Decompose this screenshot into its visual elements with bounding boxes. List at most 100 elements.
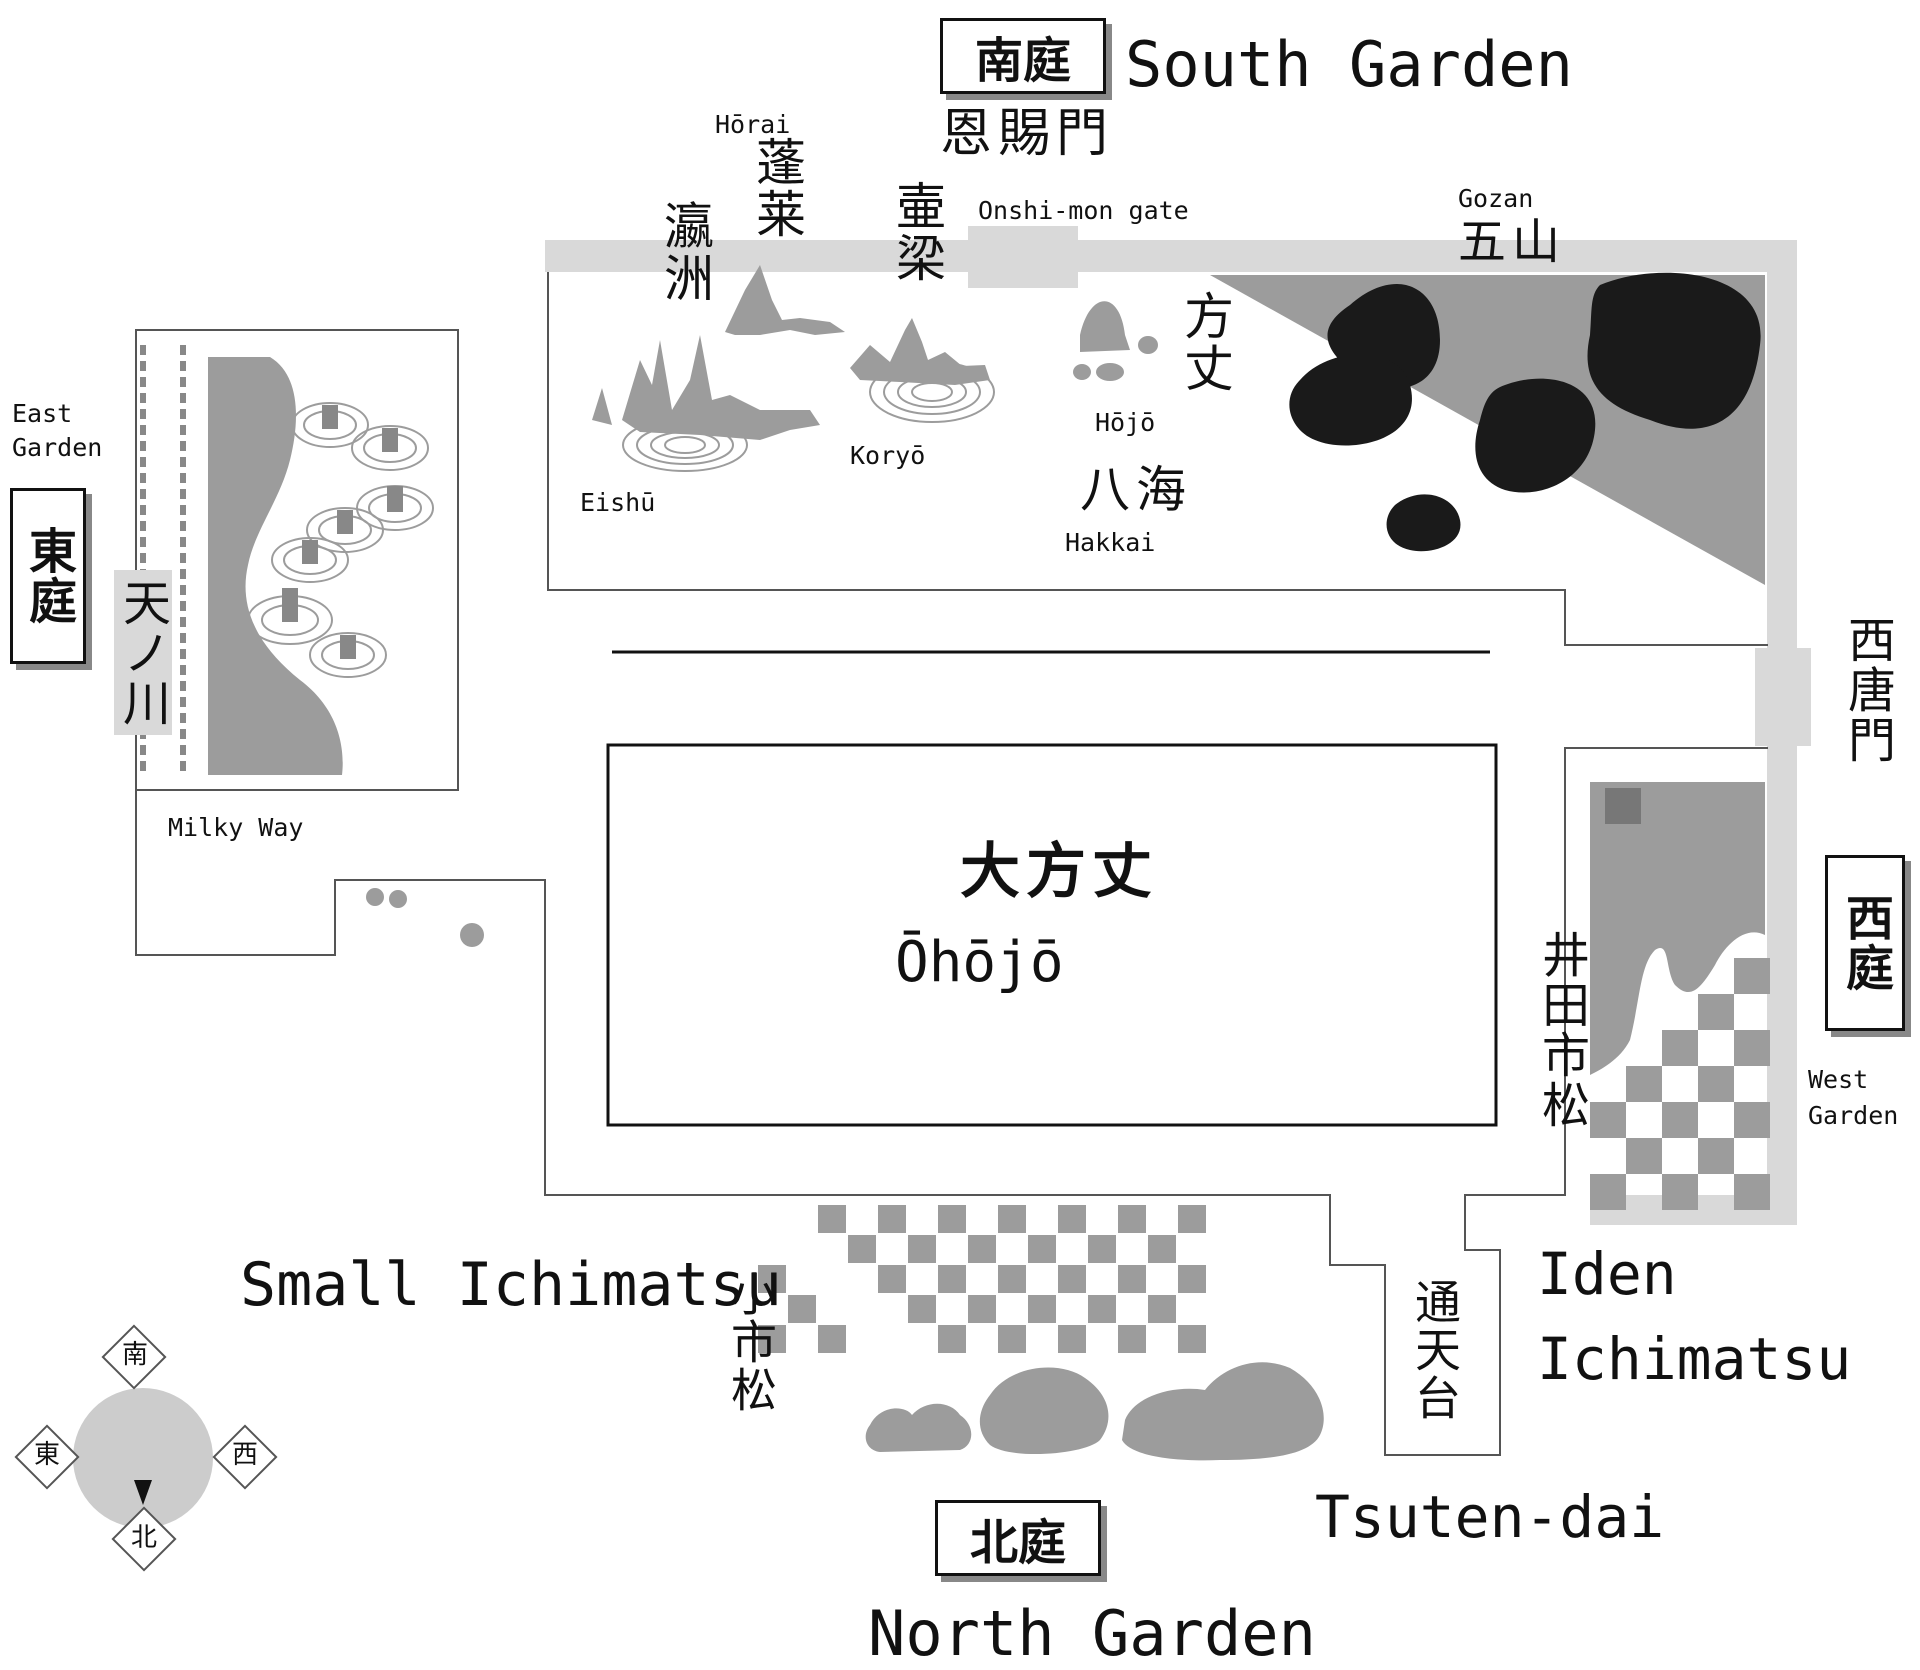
gozan-kanji: 五山 [1458, 214, 1567, 270]
checker-square [1028, 1235, 1056, 1263]
south-garden-kanji: 南庭 [974, 33, 1071, 89]
checker-square [758, 1325, 786, 1353]
west-garden-label: West Garden [1808, 1062, 1918, 1134]
checker-square [1058, 1265, 1086, 1293]
compass-south: 南 [122, 1340, 149, 1370]
iden-label-line2: Ichimatsu [1537, 1325, 1852, 1393]
north-garden-label: North Garden [868, 1597, 1316, 1670]
onshi-gate-block [968, 226, 1078, 288]
checker-square [1698, 1066, 1734, 1102]
gozan-rocks [1289, 272, 1761, 552]
checker-square [908, 1295, 936, 1323]
checker-square [848, 1235, 876, 1263]
koryo-label: Koryō [850, 441, 926, 470]
compass [14, 1324, 278, 1572]
west-garden-drawing [1590, 782, 1770, 1210]
checker-square [938, 1265, 966, 1293]
checker-square [1662, 1030, 1698, 1066]
checker-square [1088, 1235, 1116, 1263]
koryo-kanji: 壷梁 [888, 180, 946, 284]
west-garden-kanji-box: 西庭 [1825, 855, 1905, 1031]
checker-square [1058, 1325, 1086, 1353]
checker-square [968, 1235, 996, 1263]
small-ichimatsu-kanji: 小市松 [724, 1270, 778, 1414]
ohojo-label: Ōhōjō [895, 930, 1064, 995]
ohojo-hall [606, 743, 1498, 1127]
west-garden-kanji: 西庭 [1837, 893, 1893, 993]
milky-way-kanji: 天ノ川 [114, 578, 170, 728]
south-garden-kanji-box: 南庭 [940, 18, 1106, 94]
checker-square [1058, 1205, 1086, 1233]
checker-square [938, 1325, 966, 1353]
checker-square [818, 1325, 846, 1353]
north-garden-rocks [865, 1362, 1324, 1461]
checker-square [1148, 1235, 1176, 1263]
west-garden-label-text: West Garden [1808, 1065, 1899, 1130]
onshi-gate-label: Onshi-mon gate [978, 196, 1189, 225]
hojo-rocks [1073, 301, 1158, 381]
checker-square [998, 1205, 1026, 1233]
checker-square [1178, 1265, 1206, 1293]
checker-square [878, 1205, 906, 1233]
east-garden-kanji-box: 東庭 [10, 488, 86, 664]
south-garden-label: South Garden [1125, 28, 1573, 101]
hakkai-kanji: 八海 [1080, 461, 1192, 519]
small-ichimatsu-label: Small Ichimatsu [240, 1250, 782, 1320]
checker-square [1734, 1030, 1770, 1066]
checker-square [1028, 1295, 1056, 1323]
checker-square [1178, 1205, 1206, 1233]
checker-square [1118, 1205, 1146, 1233]
checker-square [1698, 1138, 1734, 1174]
checker-square [1734, 958, 1770, 994]
compass-west: 西 [232, 1440, 259, 1470]
tsuten-dai-label: Tsuten-dai [1315, 1483, 1665, 1551]
checker-square [1118, 1265, 1146, 1293]
path-stones [366, 888, 484, 947]
checker-square [1734, 1174, 1770, 1210]
milky-way-band [114, 570, 172, 735]
checker-square [998, 1265, 1026, 1293]
hakkai-label: Hakkai [1065, 528, 1156, 557]
checker-square [1088, 1295, 1116, 1323]
east-garden-label-text: East Garden [12, 399, 103, 462]
checker-square [788, 1295, 816, 1323]
ohojo-kanji: 大方丈 [960, 837, 1158, 907]
east-garden-label: East Garden [12, 397, 122, 465]
checker-square [998, 1325, 1026, 1353]
checker-square [1148, 1295, 1176, 1323]
checker-square [1626, 1066, 1662, 1102]
north-garden-kanji: 北庭 [969, 1515, 1066, 1571]
milky-way-label: Milky Way [168, 813, 304, 842]
horai-label: Hōrai [715, 110, 791, 139]
compass-north: 北 [131, 1523, 158, 1553]
checker-square [908, 1235, 936, 1263]
onshi-gate-kanji: 恩賜門 [940, 104, 1115, 164]
hojo-kanji: 方丈 [1176, 290, 1234, 394]
checker-square [938, 1205, 966, 1233]
horai-rocks [725, 265, 845, 335]
checker-square [1626, 1138, 1662, 1174]
gozan-label: Gozan [1458, 184, 1534, 213]
east-garden-pillars [247, 402, 434, 678]
eishu-label: Eishū [580, 488, 656, 517]
koryo-island [850, 318, 995, 423]
checker-square [878, 1265, 906, 1293]
iden-ichimatsu-kanji: 井田市松 [1533, 930, 1589, 1130]
eishu-island [592, 335, 820, 472]
horai-kanji: 蓬莱 [748, 136, 806, 240]
checker-square [1734, 1102, 1770, 1138]
checker-square [1698, 994, 1734, 1030]
north-garden-kanji-box: 北庭 [935, 1500, 1101, 1576]
checker-square [1662, 1102, 1698, 1138]
checker-square [1178, 1325, 1206, 1353]
tsuten-dai-kanji: 通天台 [1408, 1278, 1462, 1422]
west-gate-block [1755, 648, 1811, 746]
compass-east: 東 [34, 1440, 61, 1470]
checker-square [1590, 1174, 1626, 1210]
south-garden-outline [547, 272, 1768, 646]
west-gate-kanji: 西唐門 [1839, 615, 1895, 765]
checker-square [1662, 1174, 1698, 1210]
checker-square [818, 1205, 846, 1233]
